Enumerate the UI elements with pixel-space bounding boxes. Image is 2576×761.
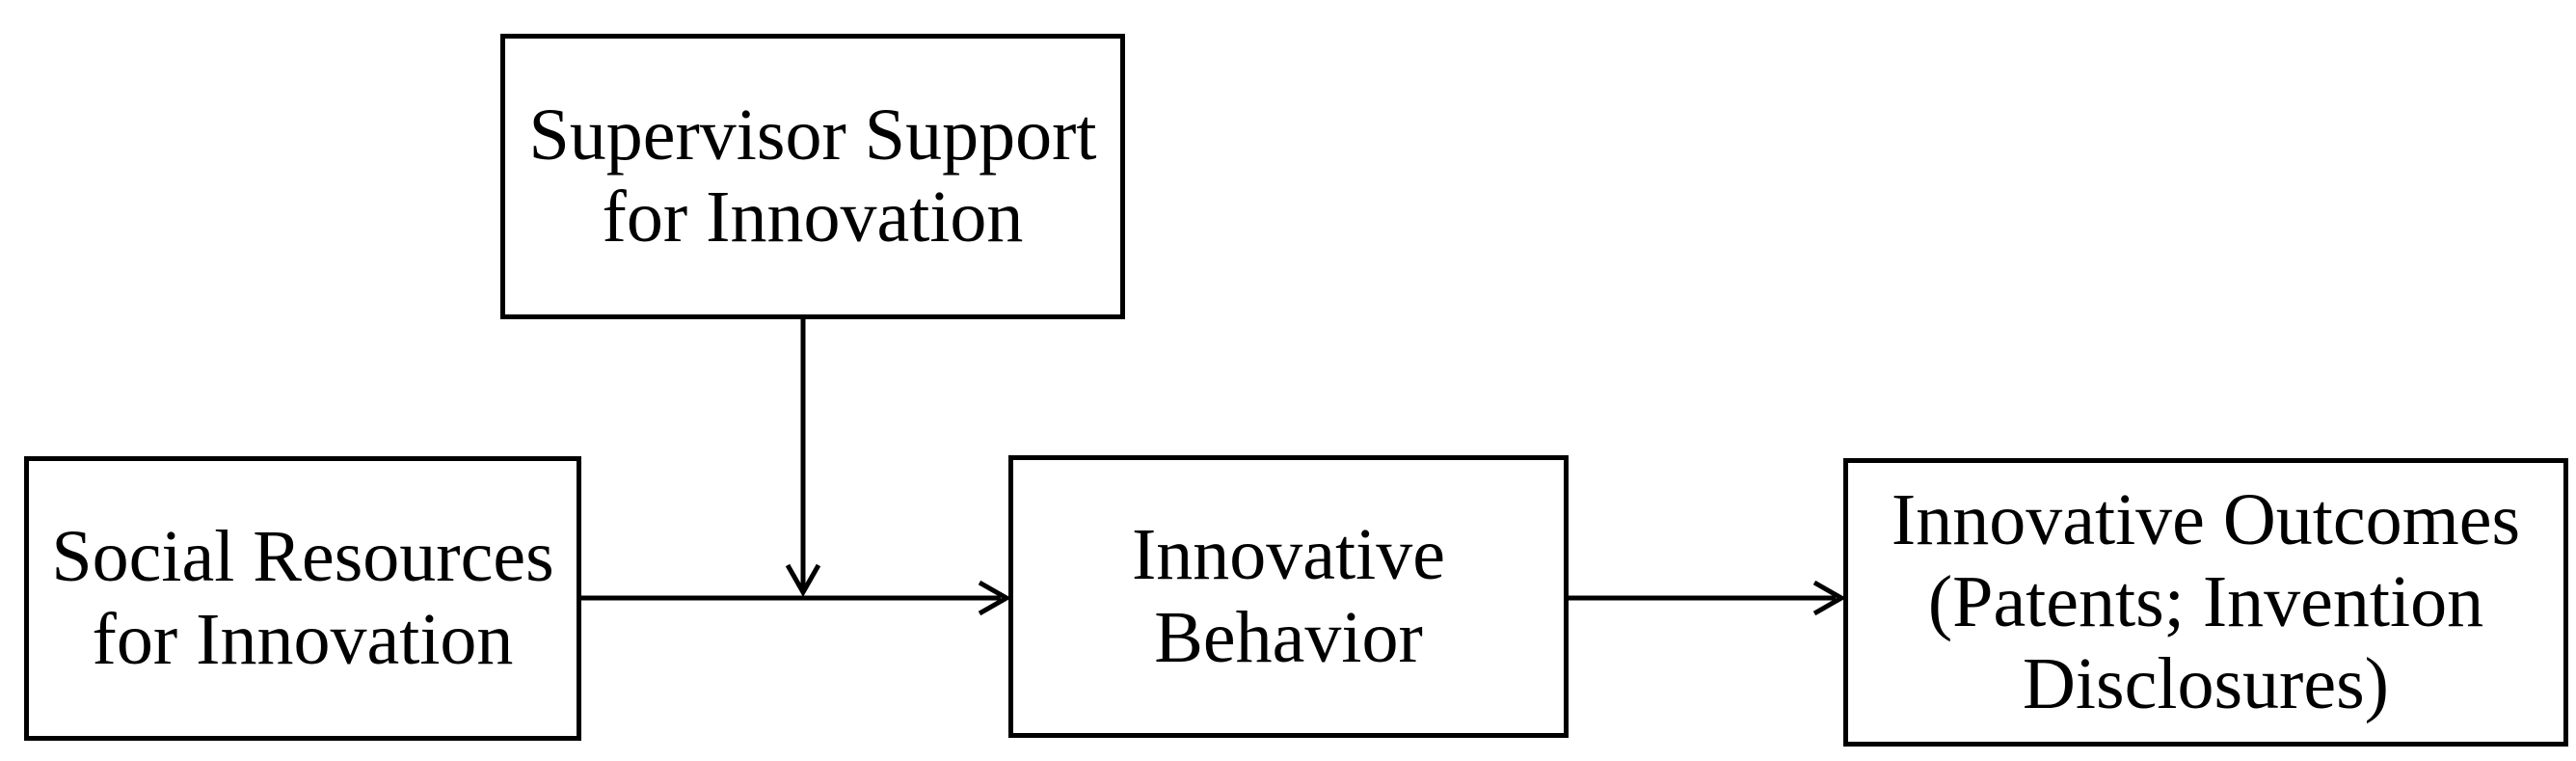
node-social-resources: Social Resources for Innovation bbox=[24, 456, 581, 741]
arrow-behavior-to-outcomes bbox=[1569, 580, 1847, 616]
arrowhead-right-icon bbox=[978, 580, 1012, 616]
node-label-line: Social Resources bbox=[51, 516, 554, 598]
node-innovative-outcomes: Innovative Outcomes (Patents; Invention … bbox=[1843, 458, 2568, 747]
node-label-line: Supervisor Support bbox=[528, 94, 1097, 176]
node-label-line: Innovative bbox=[1131, 514, 1445, 596]
node-label-line: for Innovation bbox=[602, 177, 1024, 258]
node-innovative-behavior: Innovative Behavior bbox=[1008, 455, 1569, 738]
node-label-line: Innovative Outcomes bbox=[1891, 478, 2521, 560]
node-label-line: Behavior bbox=[1154, 596, 1423, 678]
node-label-line: (Patents; Invention bbox=[1927, 560, 2484, 642]
arrowhead-down-icon bbox=[785, 563, 821, 598]
node-label-line: for Innovation bbox=[92, 598, 514, 680]
node-label-line: Disclosures) bbox=[2023, 643, 2389, 725]
arrowhead-right-icon bbox=[1812, 580, 1847, 616]
arrow-social-to-behavior bbox=[581, 580, 1012, 616]
node-supervisor-support: Supervisor Support for Innovation bbox=[500, 34, 1125, 319]
arrow-supervisor-to-path bbox=[785, 317, 821, 598]
